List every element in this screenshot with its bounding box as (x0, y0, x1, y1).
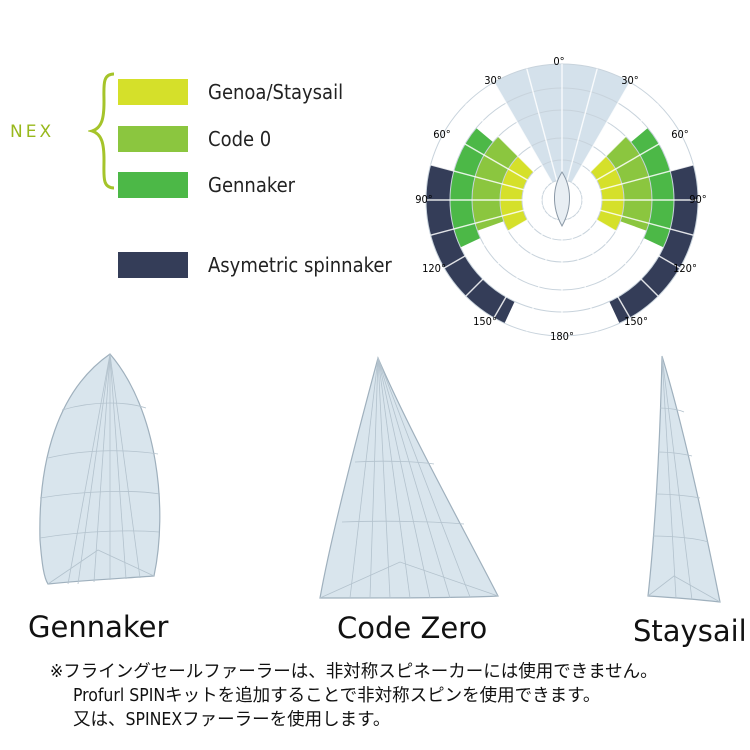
wind-angle-polar-diagram: 0° 30° 30° 60° 60° 90° 90° 120° 120° 150… (415, 55, 707, 343)
polar-spoke (493, 81, 553, 184)
polar-sector-starboard (605, 136, 652, 231)
polar-sector-port (472, 136, 519, 231)
polar-sector-port (500, 156, 534, 231)
angle-label-150-left: 150° (473, 315, 497, 328)
polar-grid (425, 63, 699, 337)
note-line: 又は、SPINEXファーラーを使用します。 (73, 710, 391, 730)
legend-swatch (118, 252, 188, 278)
boat-icon (554, 171, 570, 228)
polar-spoke (575, 103, 659, 187)
polar-spoke (430, 204, 543, 236)
polar-spoke (578, 131, 681, 191)
gennaker-sail-illustration (39, 353, 161, 585)
legend-swatch (118, 172, 188, 198)
polar-spoke (430, 164, 543, 196)
polar-spoke (443, 209, 546, 269)
polar-spoke (526, 68, 558, 181)
angle-label-60-left: 60° (433, 128, 451, 141)
note-line: Profurl SPINキットを追加することで非対称スピンを使用できます。 (73, 686, 601, 706)
code-zero-sail-illustration (319, 356, 499, 599)
angle-label-30-right: 30° (621, 74, 639, 87)
polar-spoke (443, 131, 546, 191)
legend-label: Code 0 (208, 127, 272, 151)
legend-label: Genoa/Staysail (208, 80, 344, 104)
polar-sector-starboard (609, 164, 698, 324)
angle-label-120-right: 120° (673, 262, 697, 275)
angle-label-90-left: 90° (415, 193, 433, 206)
polar-spoke (578, 209, 681, 269)
legend-swatch (118, 126, 188, 152)
polar-spoke (581, 204, 694, 236)
polar-spoke (566, 68, 598, 181)
polar-spoke (465, 103, 549, 187)
legend: NEX Genoa/Staysail Code 0 Gennaker Asyme… (0, 0, 420, 330)
legend-swatch (118, 79, 188, 105)
polar-spoke (465, 213, 549, 297)
sail-name-code-zero: Code Zero (337, 611, 488, 645)
polar-sector-port (426, 164, 515, 324)
curly-brace-icon (88, 72, 115, 190)
nex-logo: NEX (10, 122, 55, 142)
angle-label-90-right: 90° (689, 193, 707, 206)
sail-name-staysail: Staysail (633, 614, 747, 648)
angle-label-150-right: 150° (624, 315, 648, 328)
polar-spoke (493, 216, 553, 319)
polar-spoke (566, 219, 598, 332)
sail-name-gennaker: Gennaker (28, 610, 169, 644)
angle-label-30-left: 30° (484, 74, 502, 87)
legend-label: Gennaker (208, 173, 296, 197)
polar-spoke (581, 164, 694, 196)
polar-sector-starboard (590, 156, 624, 231)
angle-label-60-right: 60° (671, 128, 689, 141)
angle-label-0: 0° (553, 55, 564, 68)
polar-spoke (575, 213, 659, 297)
polar-spoke (571, 81, 631, 184)
polar-spoke (571, 216, 631, 319)
polar-spoke (526, 219, 558, 332)
polar-angle-labels: 0° 30° 30° 60° 60° 90° 90° 120° 120° 150… (415, 55, 707, 343)
staysail-illustration (647, 355, 721, 603)
angle-label-180: 180° (550, 330, 574, 343)
note-line: ※フライングセールファーラーは、非対称スピネーカーには使用できません。 (50, 662, 658, 682)
legend-label: Asymetric spinnaker (208, 253, 392, 277)
notes: ※フライングセールファーラーは、非対称スピネーカーには使用できません。 Prof… (50, 660, 750, 732)
angle-label-120-left: 120° (422, 262, 446, 275)
